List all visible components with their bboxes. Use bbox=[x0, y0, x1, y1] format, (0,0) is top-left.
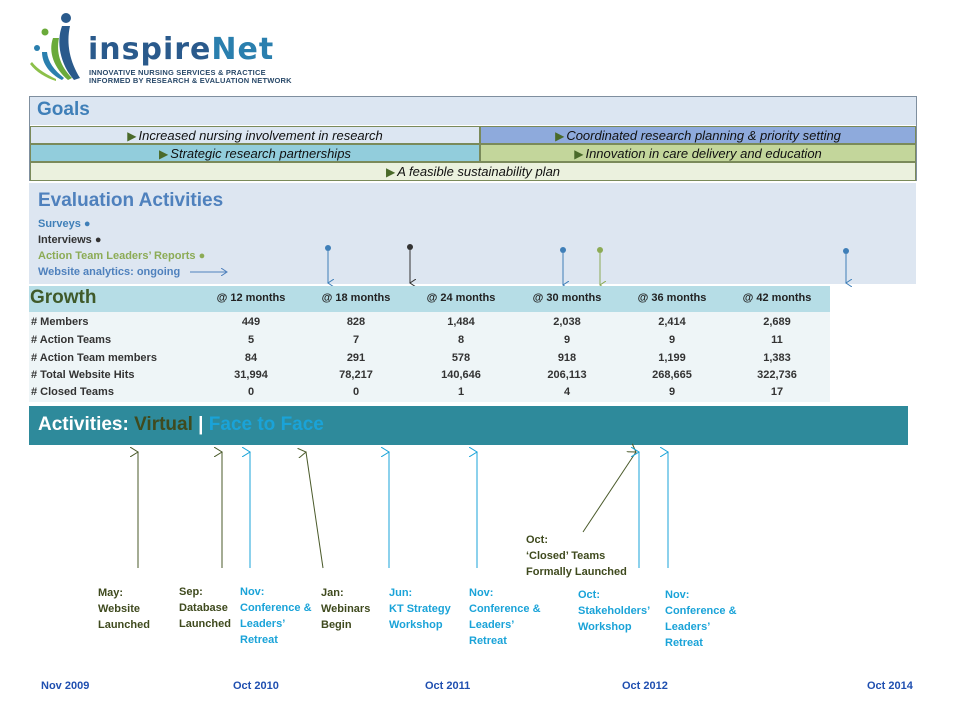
growth-column-header: @ 24 months bbox=[426, 292, 496, 304]
growth-column-header: @ 30 months bbox=[532, 292, 602, 304]
event-stakeholders-workshop: Oct:Stakeholders’Workshop bbox=[578, 589, 651, 633]
growth-column-header: @ 42 months bbox=[742, 292, 812, 304]
goal-item-label: Increased nursing involvement in researc… bbox=[138, 128, 383, 143]
evaluation-title: Evaluation Activities bbox=[38, 190, 224, 211]
growth-cell: 2,689 bbox=[763, 316, 791, 328]
event-conference-2012: Nov:Conference &Leaders’Retreat bbox=[665, 589, 737, 649]
growth-cell: 140,646 bbox=[441, 369, 481, 381]
growth-cell: 449 bbox=[241, 316, 261, 328]
goal-item: ▶Increased nursing involvement in resear… bbox=[30, 126, 480, 144]
growth-cell: 31,994 bbox=[234, 369, 268, 381]
survey-marker bbox=[843, 248, 849, 283]
evaluation-item-surveys: Surveys ● bbox=[38, 218, 91, 230]
growth-cell: 268,665 bbox=[652, 369, 692, 381]
goals-header bbox=[30, 97, 916, 125]
arrow-webinars-begin bbox=[306, 452, 324, 569]
growth-cell: 2,414 bbox=[658, 316, 686, 328]
survey-marker bbox=[325, 245, 331, 283]
growth-title: Growth bbox=[30, 287, 97, 308]
growth-row-label: # Closed Teams bbox=[31, 386, 114, 398]
growth-cell: 918 bbox=[557, 352, 577, 364]
logo-wordmark-part2: Net bbox=[211, 32, 275, 67]
legend-separator: | bbox=[198, 414, 204, 435]
arrow-closed-teams bbox=[582, 452, 636, 533]
evaluation-item-interviews: Interviews ● bbox=[38, 234, 102, 246]
timeline-date: Oct 2014 bbox=[867, 680, 913, 692]
goal-item: ▶Innovation in care delivery and educati… bbox=[480, 144, 916, 162]
goal-item-label: A feasible sustainability plan bbox=[397, 164, 561, 179]
growth-column-header: @ 36 months bbox=[637, 292, 707, 304]
growth-row-label: # Total Website Hits bbox=[31, 369, 135, 381]
logo-wordmark-part1: inspire bbox=[88, 32, 212, 67]
goals-title: Goals bbox=[37, 99, 90, 120]
evaluation-markers bbox=[190, 244, 960, 300]
growth-cell: 5 bbox=[247, 334, 255, 346]
growth-cell: 1,484 bbox=[447, 316, 475, 328]
growth-cell: 11 bbox=[771, 334, 783, 346]
growth-cell: 17 bbox=[770, 386, 784, 398]
growth-cell: 0 bbox=[352, 386, 360, 398]
growth-cell: 206,113 bbox=[547, 369, 587, 381]
report-marker bbox=[597, 247, 603, 285]
growth-header bbox=[29, 286, 830, 312]
growth-cell: 1,199 bbox=[658, 352, 686, 364]
growth-cell: 0 bbox=[247, 386, 255, 398]
event-conference-2010: Nov:Conference &Leaders’Retreat bbox=[240, 586, 312, 646]
interview-marker bbox=[407, 244, 413, 283]
legend-face-to-face: Face to Face bbox=[208, 414, 324, 435]
timeline-date: Nov 2009 bbox=[41, 680, 90, 692]
growth-row-label: # Action Teams bbox=[31, 334, 112, 346]
growth-cell: 84 bbox=[244, 352, 258, 364]
event-conference-2011: Nov:Conference &Leaders’Retreat bbox=[469, 587, 541, 647]
growth-cell: 7 bbox=[352, 334, 360, 346]
growth-column-header: @ 18 months bbox=[321, 292, 391, 304]
growth-cell: 322,736 bbox=[757, 369, 797, 381]
logo-subtitle-1: INNOVATIVE NURSING SERVICES & PRACTICE bbox=[89, 68, 266, 77]
evaluation-item-reports: Action Team Leaders’ Reports ● bbox=[38, 250, 206, 262]
evaluation-panel bbox=[29, 183, 916, 284]
goal-item-label: Innovation in care delivery and educatio… bbox=[585, 146, 822, 161]
growth-row-label: # Action Team members bbox=[31, 352, 157, 364]
goal-item: ▶Coordinated research planning & priorit… bbox=[480, 126, 916, 144]
legend-virtual: Virtual bbox=[134, 414, 193, 435]
timeline-date: Oct 2010 bbox=[233, 680, 279, 692]
activity-arrows bbox=[0, 440, 960, 569]
growth-cell: 78,217 bbox=[339, 369, 373, 381]
activities-title-label: Activities: bbox=[38, 414, 129, 435]
growth-cell: 578 bbox=[451, 352, 471, 364]
growth-column-header: @ 12 months bbox=[216, 292, 286, 304]
growth-cell: 828 bbox=[346, 316, 366, 328]
survey-marker bbox=[560, 247, 566, 285]
goal-item-label: Coordinated research planning & priority… bbox=[566, 128, 841, 143]
growth-cell: 291 bbox=[346, 352, 366, 364]
logo-mark bbox=[30, 13, 80, 81]
logo-wordmark: inspireNet bbox=[88, 32, 274, 68]
activities-title: Activities: Virtual | Face to Face bbox=[38, 414, 324, 436]
growth-cell: 9 bbox=[563, 334, 571, 346]
growth-cell: 9 bbox=[668, 386, 676, 398]
goal-item-label: Strategic research partnerships bbox=[170, 146, 351, 161]
goal-item: ▶Strategic research partnerships bbox=[30, 144, 480, 162]
growth-cell: 1,383 bbox=[763, 352, 791, 364]
growth-cell: 4 bbox=[563, 386, 571, 398]
activities-banner bbox=[29, 406, 908, 445]
growth-cell: 9 bbox=[668, 334, 676, 346]
growth-row-label: # Members bbox=[31, 316, 89, 328]
logo-subtitle-2: INFORMED BY RESEARCH & EVALUATION NETWOR… bbox=[89, 76, 292, 85]
timeline-date: Oct 2011 bbox=[425, 680, 471, 692]
timeline-date: Oct 2012 bbox=[622, 680, 668, 692]
evaluation-item-analytics: Website analytics: ongoing bbox=[38, 266, 181, 278]
growth-cell: 2,038 bbox=[553, 316, 581, 328]
growth-cell: 1 bbox=[457, 386, 465, 398]
goal-item: ▶A feasible sustainability plan bbox=[30, 162, 916, 181]
growth-cell: 8 bbox=[457, 334, 465, 346]
